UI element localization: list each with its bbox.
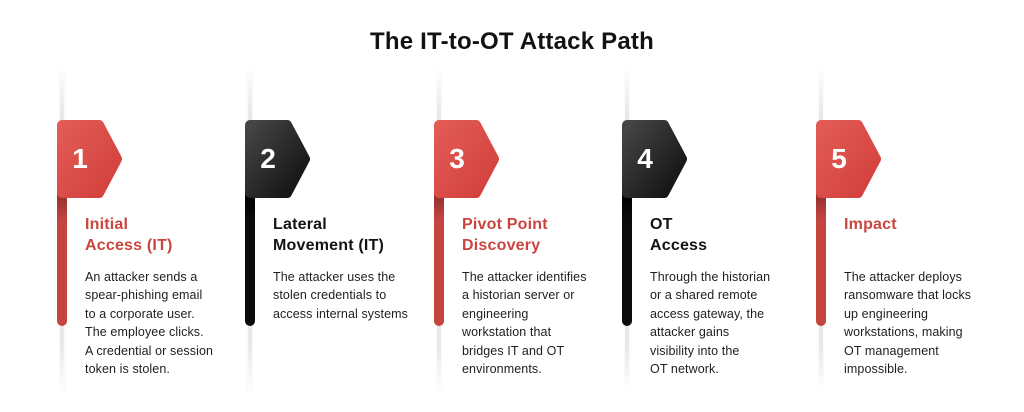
step-ribbon-bar [434,192,444,326]
step-number: 4 [637,143,653,174]
step-description: The attacker uses the stolen credentials… [273,270,408,321]
step-text-block: Initial Access (IT) An attacker sends a … [85,214,257,404]
step-number: 5 [831,143,847,174]
step-ribbon-bar [245,192,255,326]
step-number: 1 [72,143,88,174]
step-text-block: Impact The attacker deploys ransomware t… [844,214,1016,404]
attack-step: 1 Initial Access (IT) An attacker sends … [57,0,257,412]
step-number: 3 [449,143,465,174]
arrow-pentagon-icon [622,120,687,198]
step-title: Initial Access (IT) [85,216,173,254]
step-text-block: Lateral Movement (IT) The attacker uses … [273,214,445,404]
attack-step: 2 Lateral Movement (IT) The attacker use… [245,0,445,412]
arrow-pentagon-icon [57,120,122,198]
step-number: 2 [260,143,276,174]
attack-step: 4 OT Access Through the historian or a s… [622,0,822,412]
step-description: An attacker sends a spear-phishing email… [85,270,214,377]
step-description: The attacker deploys ransomware that loc… [844,270,972,377]
step-arrow-marker: 2 [245,120,311,198]
attack-step: 5 Impact The attacker deploys ransomware… [816,0,1016,412]
arrow-pentagon-icon [434,120,499,198]
step-title: Impact [844,216,897,233]
step-arrow-marker: 3 [434,120,500,198]
arrow-pentagon-icon [816,120,881,198]
step-title: Lateral Movement (IT) [273,216,385,254]
step-ribbon-bar [57,192,67,326]
step-text-block: OT Access Through the historian or a sha… [650,214,822,404]
step-description: The attacker identifies a historian serv… [462,270,587,377]
step-arrow-marker: 1 [57,120,123,198]
step-ribbon-bar [622,192,632,326]
step-arrow-marker: 4 [622,120,688,198]
arrow-pentagon-icon [245,120,310,198]
step-ribbon-bar [816,192,826,326]
step-title: OT Access [650,216,708,254]
step-arrow-marker: 5 [816,120,882,198]
page-title: The IT-to-OT Attack Path [370,28,654,55]
step-description: Through the historian or a shared remote… [650,270,771,377]
step-title: Pivot Point Discovery [462,216,548,254]
step-text-block: Pivot Point Discovery The attacker ident… [462,214,634,404]
attack-step: 3 Pivot Point Discovery The attacker ide… [434,0,634,412]
